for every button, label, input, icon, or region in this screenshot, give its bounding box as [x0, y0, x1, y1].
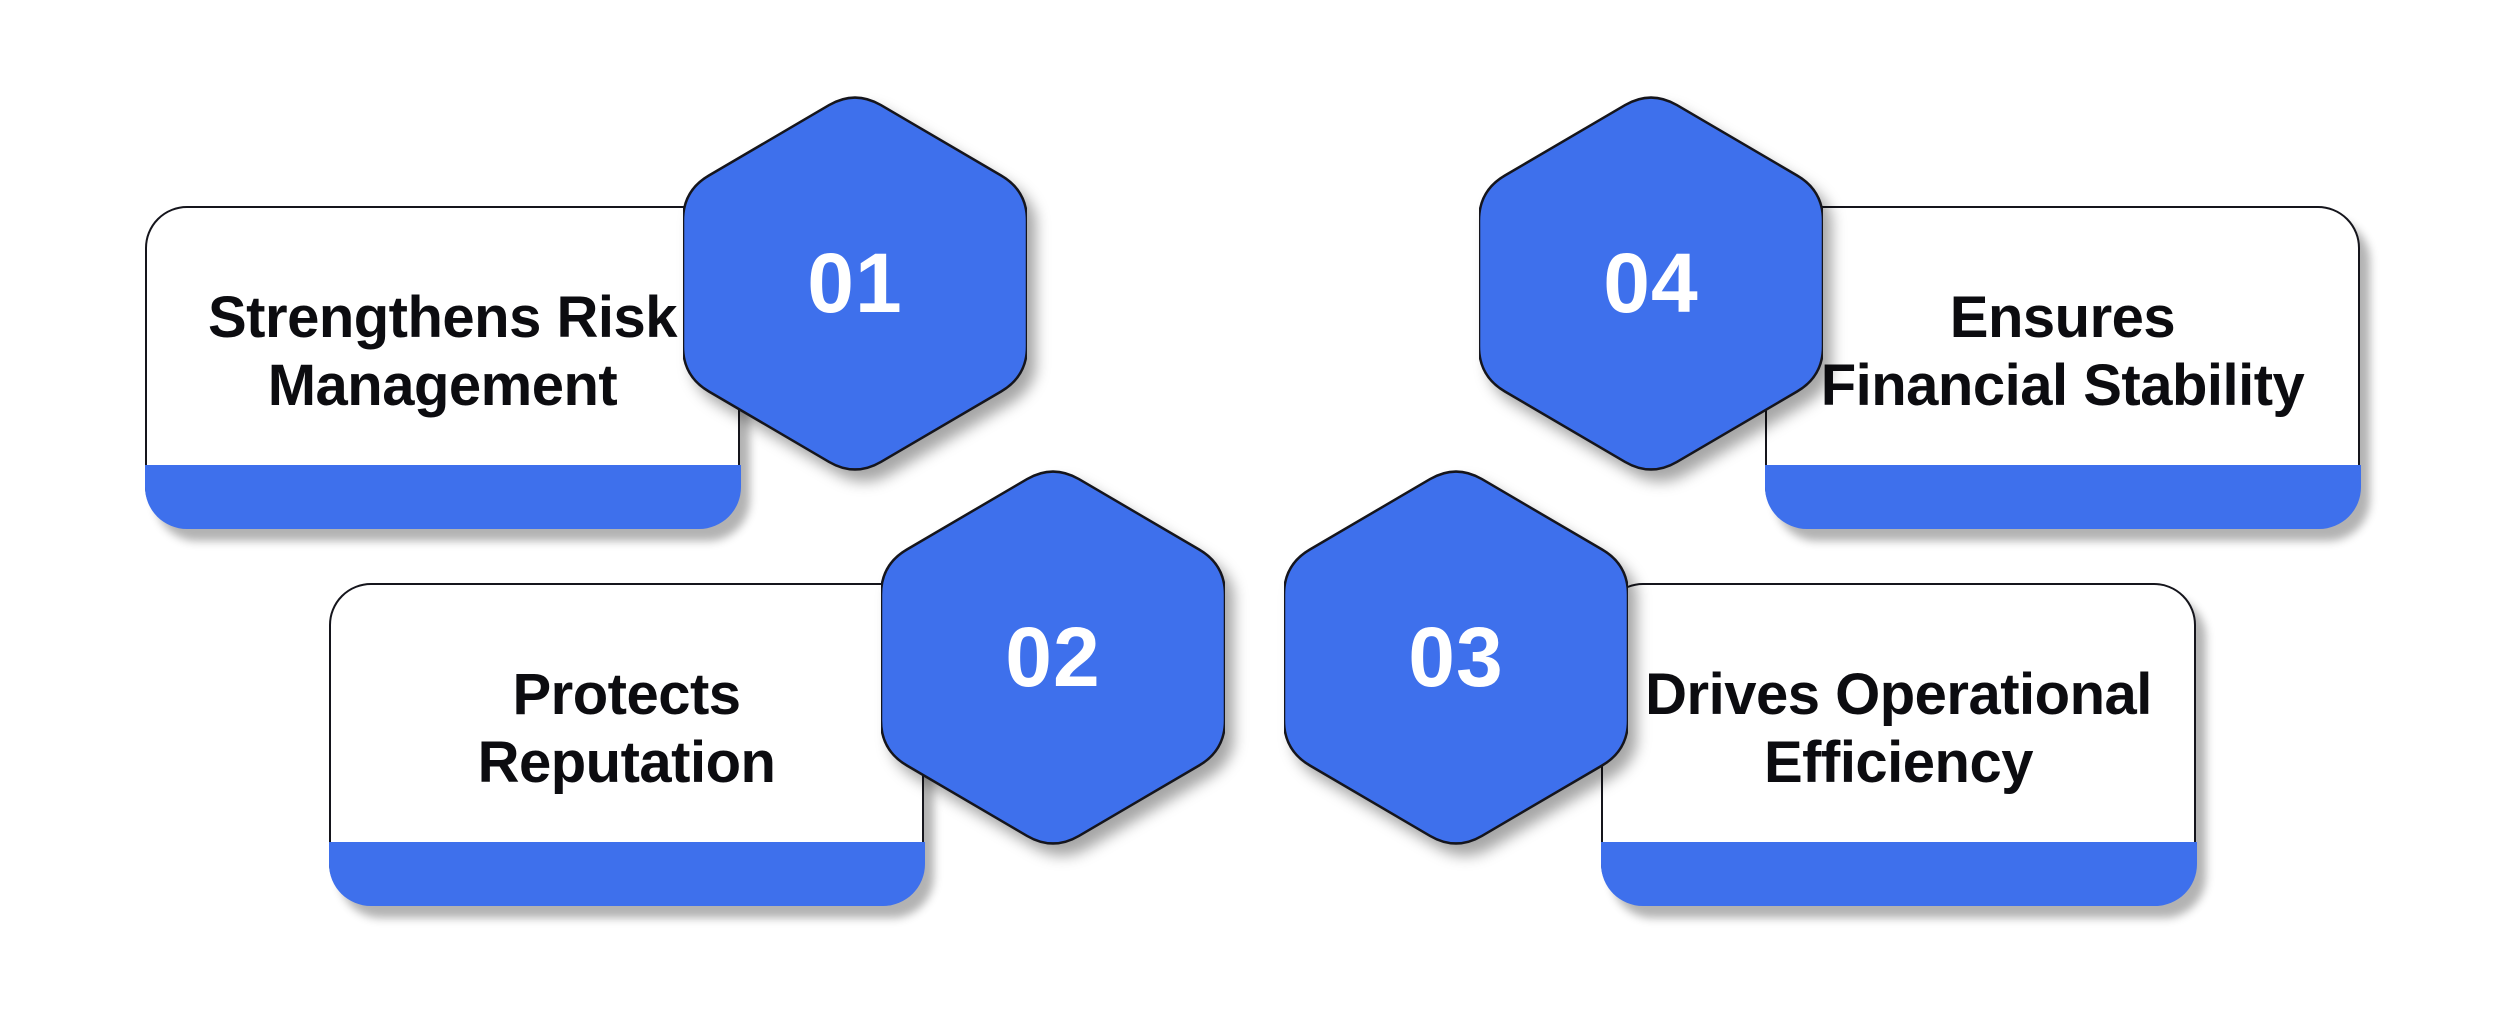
badge-number: 03 [1408, 610, 1504, 704]
card-label-line1: Ensures [1949, 284, 2176, 350]
card-footer-bar [144, 464, 741, 529]
card-label-line2: Management [267, 353, 618, 418]
badge-number: 04 [1603, 236, 1699, 330]
card-label-line1: Strengthens Risk [208, 284, 678, 350]
card-label: Drives Operational Efficiency [1645, 661, 2152, 798]
card-label: Ensures Financial Stability [1821, 284, 2305, 421]
card-label: Protects Reputation [478, 661, 776, 798]
card-footer-bar [1600, 841, 2197, 906]
hexagon-badge-02: 02 [881, 464, 1225, 851]
badge-number: 02 [1005, 610, 1101, 704]
hexagon-icon [1284, 470, 1628, 845]
hexagon-badge-01: 01 [683, 90, 1027, 477]
card-protects-reputation: Protects Reputation [328, 583, 925, 906]
hexagon-badge-03: 03 [1284, 464, 1628, 851]
hexagon-icon [881, 470, 1225, 845]
card-label-line2: Financial Stability [1820, 353, 2305, 418]
hexagon-icon [1479, 96, 1823, 471]
hexagon-icon [683, 96, 1027, 471]
card-label-line1: Protects [512, 661, 741, 727]
card-footer-bar [328, 841, 925, 906]
hexagon-badge-04: 04 [1479, 90, 1823, 477]
card-footer-bar [1764, 464, 2361, 529]
card-label: Strengthens Risk Management [208, 284, 678, 421]
card-label-line2: Reputation [477, 730, 776, 795]
card-label-line2: Efficiency [1764, 730, 2033, 795]
badge-number: 01 [807, 236, 903, 330]
card-strengthens-risk-management: Strengthens Risk Management [144, 206, 741, 529]
card-ensures-financial-stability: Ensures Financial Stability [1764, 206, 2361, 529]
card-drives-operational-efficiency: Drives Operational Efficiency [1600, 583, 2197, 906]
card-label-line1: Drives Operational [1645, 661, 2152, 727]
